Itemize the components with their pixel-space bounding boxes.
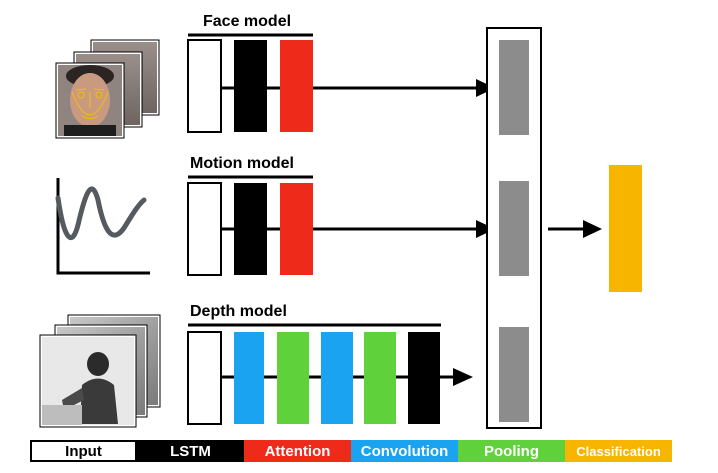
legend-pooling: Pooling xyxy=(458,440,565,462)
fusion-face-feature xyxy=(499,40,529,135)
fusion-to-classifier-arrowhead xyxy=(583,220,602,238)
depth-input-layer xyxy=(187,331,222,425)
motion-model-arrowhead xyxy=(476,220,495,238)
fusion-motion-feature xyxy=(499,181,529,276)
legend-classification: Classification xyxy=(565,440,672,462)
motion-lstm-layer xyxy=(234,183,267,275)
depth-pool-layer-2 xyxy=(364,332,396,424)
legend-convolution: Convolution xyxy=(351,440,458,462)
depth-input-frames xyxy=(39,314,161,428)
motion-attention-layer xyxy=(280,183,313,275)
motion-curve-icon xyxy=(55,178,150,275)
face-model-arrowhead xyxy=(476,79,495,97)
legend-lstm: LSTM xyxy=(137,440,244,462)
depth-conv-layer-1 xyxy=(234,332,264,424)
legend: Input LSTM Attention Convolution Pooling… xyxy=(30,440,672,462)
face-input-layer xyxy=(187,39,222,133)
face-model-title: Face model xyxy=(203,13,291,30)
classification-layer xyxy=(609,165,642,292)
depth-pool-layer-1 xyxy=(277,332,309,424)
depth-model-arrowhead xyxy=(453,368,473,386)
legend-input: Input xyxy=(30,440,137,462)
depth-model-title: Depth model xyxy=(190,303,287,320)
legend-attention: Attention xyxy=(244,440,351,462)
motion-input-layer xyxy=(187,182,222,276)
fusion-depth-feature xyxy=(499,327,529,422)
face-landmarks-icon xyxy=(71,88,109,119)
motion-model-title: Motion model xyxy=(190,155,294,172)
depth-lstm-layer xyxy=(408,332,440,424)
face-lstm-layer xyxy=(234,40,267,132)
depth-conv-layer-2 xyxy=(321,332,353,424)
face-attention-layer xyxy=(280,40,313,132)
face-input-frames xyxy=(55,39,160,139)
